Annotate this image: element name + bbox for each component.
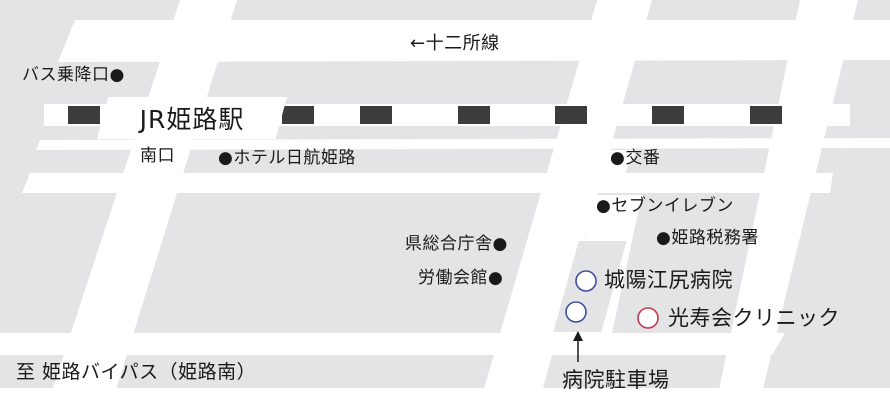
station-name: JR姫路駅 <box>97 97 287 139</box>
clinic-label: 光寿会クリニック <box>668 306 840 330</box>
labor-hall-label: 労働会館● <box>418 268 504 288</box>
prefectural-office-label: 県総合庁舎● <box>405 234 508 254</box>
police-box-label: ●交番 <box>610 148 661 168</box>
hospital-marker <box>575 270 597 292</box>
road-junisho <box>58 20 890 62</box>
railway-dashes <box>68 106 782 124</box>
hospital-label: 城陽江尻病院 <box>604 268 733 292</box>
south-exit-label: 南口 <box>140 146 175 166</box>
parking-label: 病院駐車場 <box>562 368 670 392</box>
seven-eleven-label: ●セブンイレブン <box>596 196 734 216</box>
parking-arrow <box>573 331 583 362</box>
road-central <box>478 0 652 409</box>
road-middle <box>22 173 833 193</box>
hotel-label: ●ホテル日航姫路 <box>218 148 356 168</box>
road-bottom <box>0 388 890 409</box>
clinic-marker <box>637 307 659 329</box>
rail-line-label: ←十二所線 <box>410 33 500 54</box>
bypass-label: 至 姫路バイパス（姫路南） <box>16 361 257 383</box>
tax-office-label: ●姫路税務署 <box>656 228 759 248</box>
road-south <box>0 333 785 355</box>
parking-marker <box>565 301 587 323</box>
road-station-front <box>36 138 890 150</box>
road-police-side <box>590 150 636 173</box>
bus-stop-label: バス乗降口● <box>22 65 125 85</box>
road-east <box>715 0 858 409</box>
